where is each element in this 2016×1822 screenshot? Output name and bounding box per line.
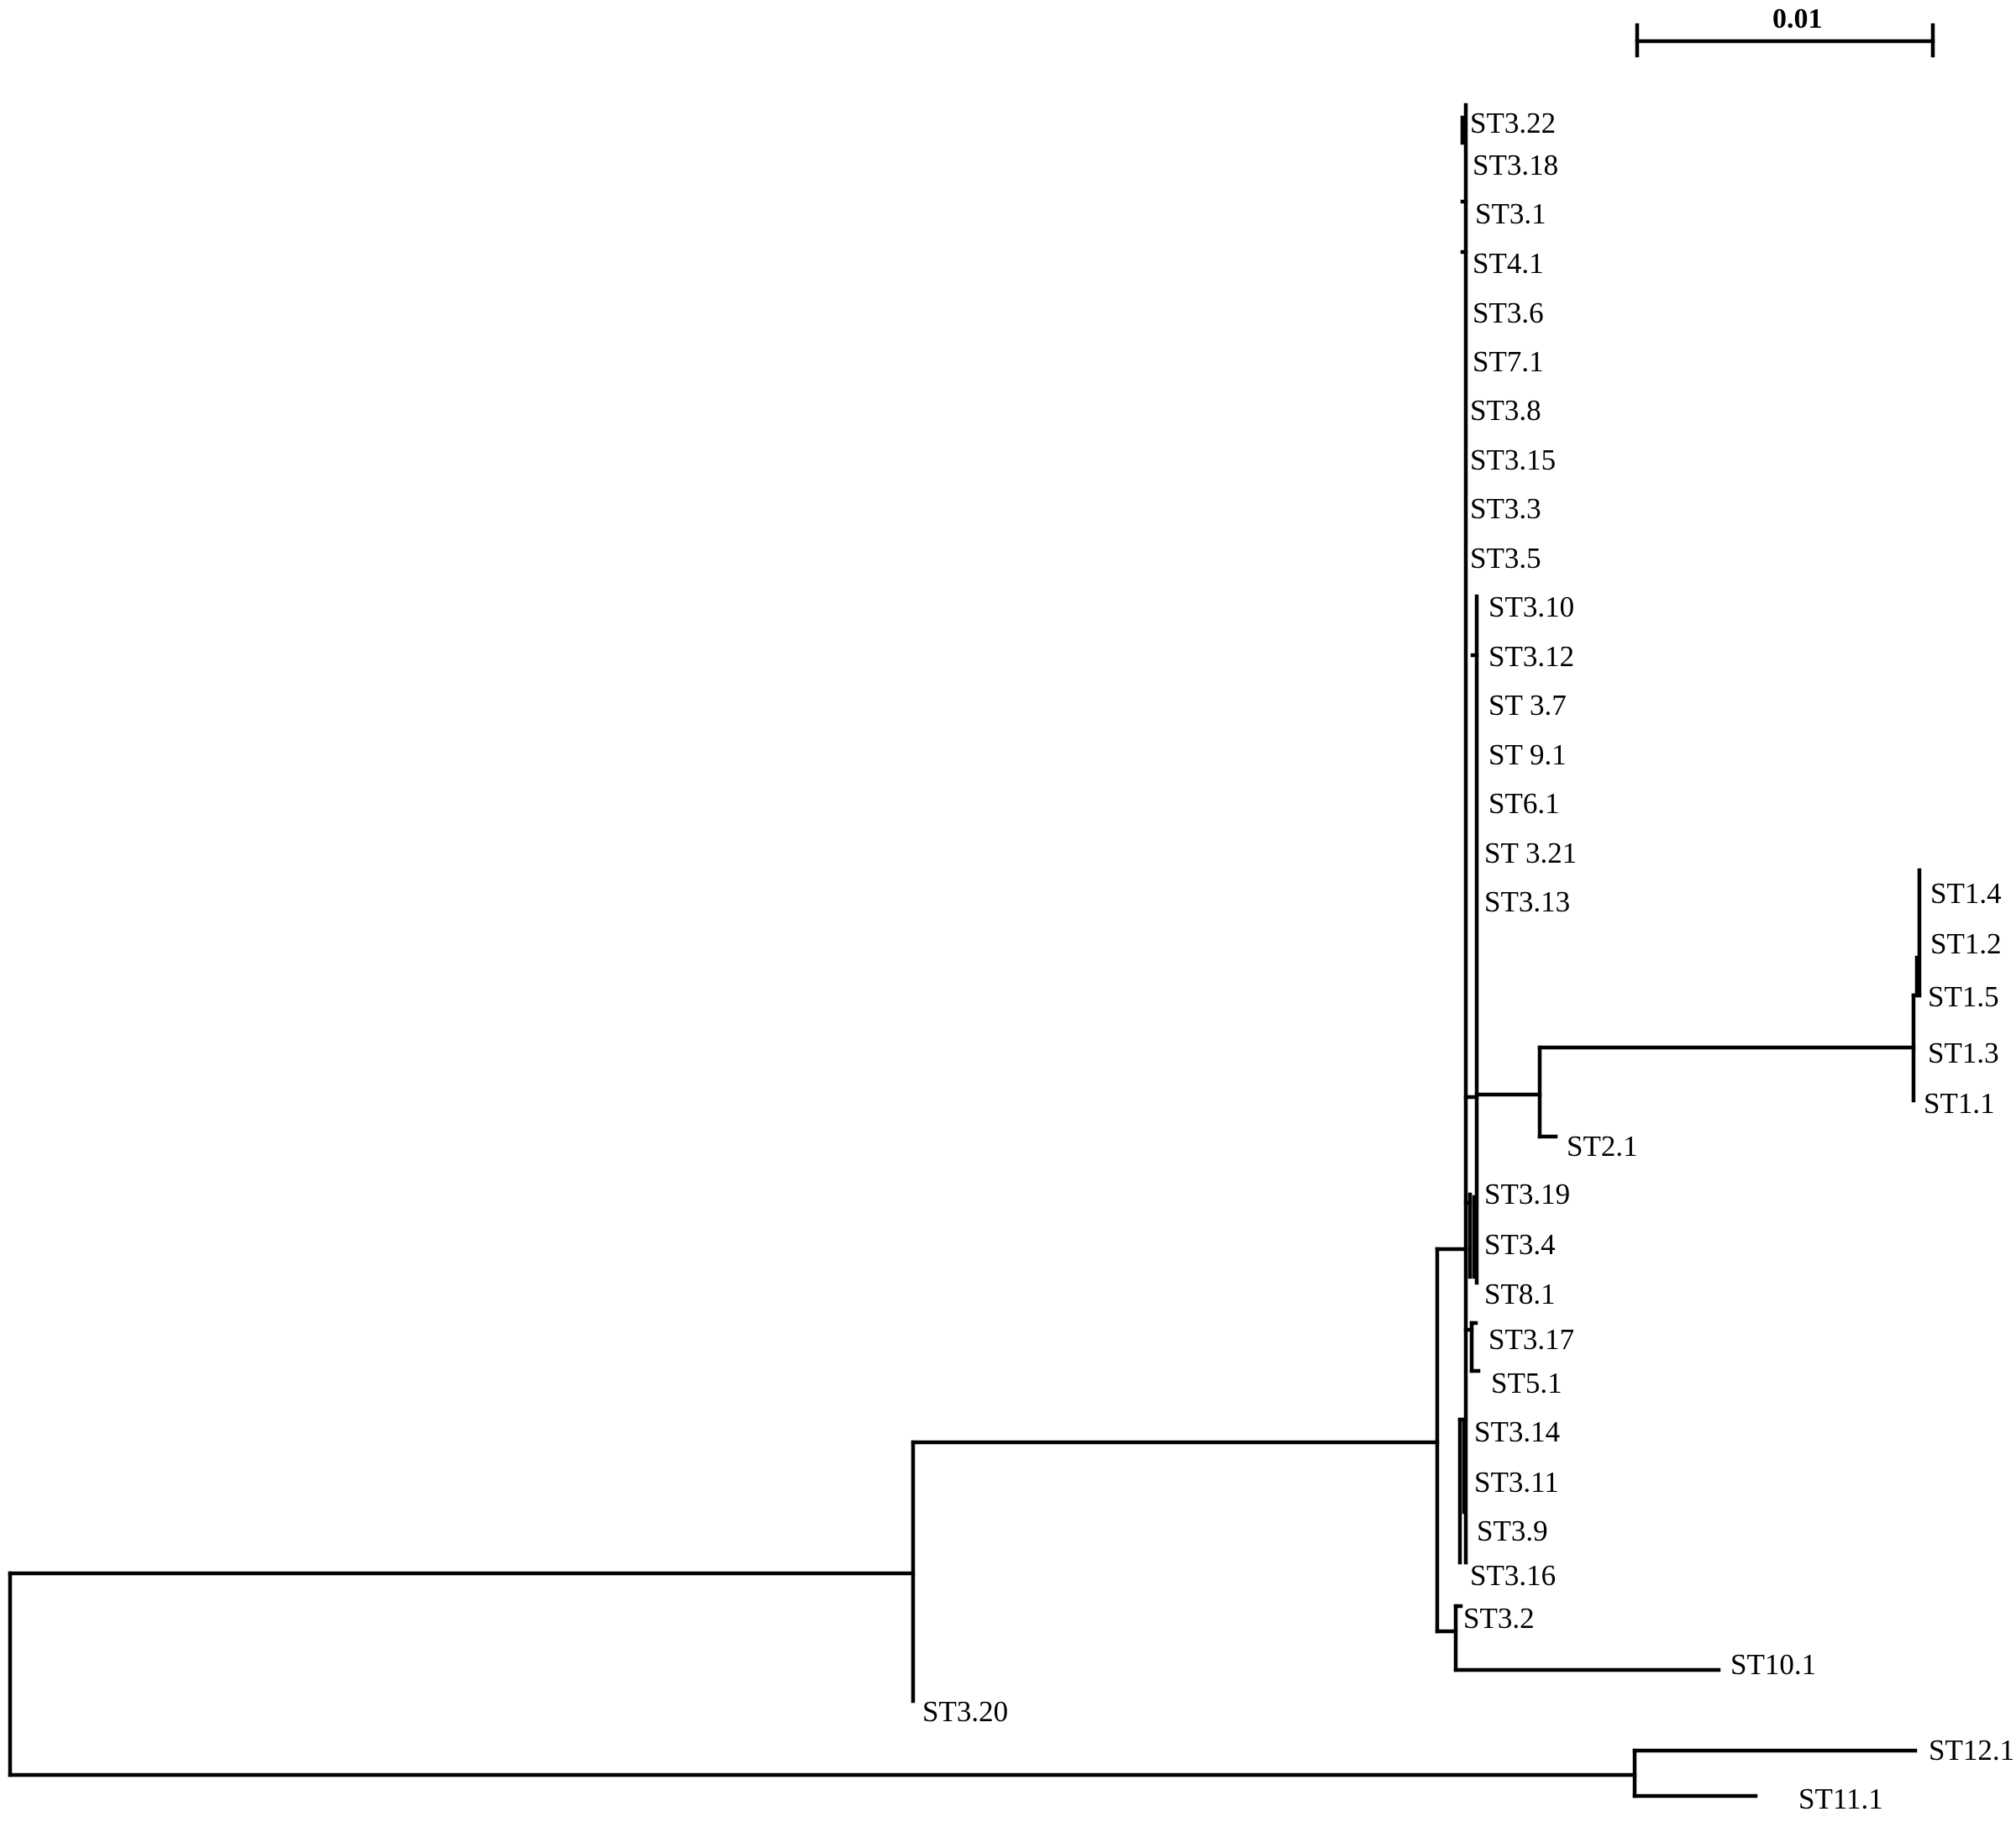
leaf-label-st3-15: ST3.15 bbox=[1470, 444, 1556, 476]
leaf-label-st3-22: ST3.22 bbox=[1470, 107, 1556, 139]
leaf-label-st1-1: ST1.1 bbox=[1924, 1087, 1995, 1120]
leaf-label-st3-16: ST3.16 bbox=[1470, 1559, 1556, 1592]
leaf-label-st4-1: ST4.1 bbox=[1473, 247, 1544, 280]
scale-bar-label: 0.01 bbox=[1772, 3, 1823, 34]
tree-branches bbox=[8, 102, 1922, 1798]
leaf-label-st3-6: ST3.6 bbox=[1473, 297, 1544, 329]
leaf-label-st11-1: ST11.1 bbox=[1798, 1783, 1883, 1815]
leaf-labels: ST3.22 ST3.18 ST3.1 ST4.1 ST3.6 ST7.1 ST… bbox=[922, 107, 2014, 1815]
leaf-label-st3-8: ST3.8 bbox=[1470, 394, 1541, 427]
leaf-label-st12-1: ST12.1 bbox=[1929, 1734, 2014, 1767]
leaf-label-st3-21: ST 3.21 bbox=[1484, 837, 1577, 869]
leaf-label-st3-19: ST3.19 bbox=[1484, 1178, 1570, 1210]
leaf-label-st3-9: ST3.9 bbox=[1477, 1515, 1548, 1547]
leaf-label-st2-1: ST2.1 bbox=[1567, 1130, 1638, 1163]
leaf-label-st1-3: ST1.3 bbox=[1928, 1037, 1999, 1069]
leaf-label-st3-20: ST3.20 bbox=[922, 1695, 1008, 1728]
leaf-label-st10-1: ST10.1 bbox=[1730, 1648, 1816, 1681]
leaf-label-st1-5: ST1.5 bbox=[1928, 980, 1999, 1013]
leaf-label-st3-14: ST3.14 bbox=[1474, 1415, 1560, 1448]
leaf-label-st3-18: ST3.18 bbox=[1473, 149, 1558, 181]
leaf-label-st3-1: ST3.1 bbox=[1475, 197, 1546, 230]
leaf-label-st3-2: ST3.2 bbox=[1463, 1602, 1535, 1635]
leaf-label-st1-2: ST1.2 bbox=[1930, 927, 2002, 960]
leaf-label-st9-1: ST 9.1 bbox=[1488, 738, 1567, 771]
leaf-label-st3-10: ST3.10 bbox=[1488, 591, 1574, 623]
leaf-label-st3-4: ST3.4 bbox=[1484, 1228, 1556, 1261]
leaf-label-st5-1: ST5.1 bbox=[1491, 1367, 1562, 1399]
leaf-label-st3-5: ST3.5 bbox=[1470, 542, 1541, 575]
leaf-label-st7-1: ST7.1 bbox=[1473, 345, 1544, 378]
leaf-label-st3-17: ST3.17 bbox=[1488, 1323, 1574, 1356]
leaf-label-st3-11: ST3.11 bbox=[1474, 1466, 1559, 1499]
leaf-label-st8-1: ST8.1 bbox=[1484, 1278, 1556, 1310]
leaf-label-st3-7: ST 3.7 bbox=[1488, 689, 1567, 722]
scale-bar: 0.01 bbox=[1635, 3, 1935, 58]
leaf-label-st3-12: ST3.12 bbox=[1488, 640, 1574, 673]
leaf-label-st3-3: ST3.3 bbox=[1470, 492, 1541, 525]
leaf-label-st6-1: ST6.1 bbox=[1488, 787, 1560, 820]
leaf-label-st3-13: ST3.13 bbox=[1484, 885, 1570, 918]
leaf-label-st1-4: ST1.4 bbox=[1930, 877, 2002, 910]
